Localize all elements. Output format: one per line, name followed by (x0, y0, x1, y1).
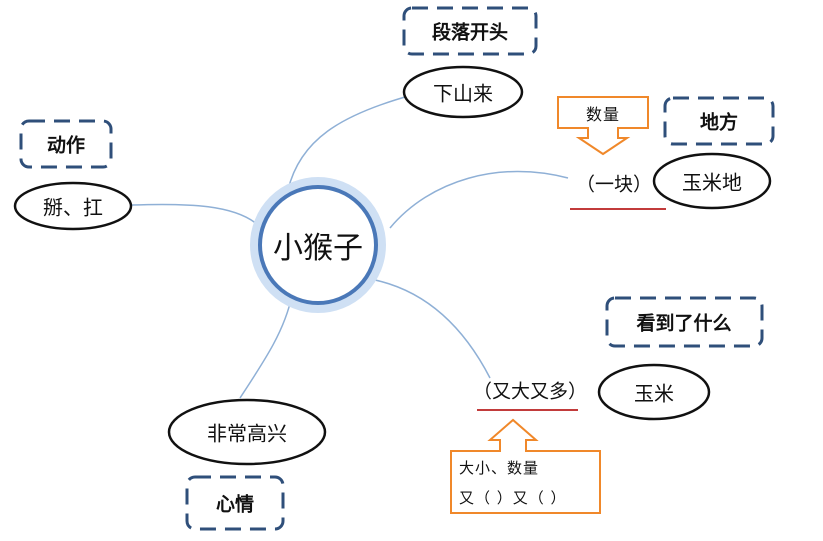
orange-lower-line2: 又（ ）又（ ） (459, 489, 567, 507)
lower-paren-label: （又大又多） (472, 380, 588, 403)
connector-right (389, 170, 569, 229)
right-paren-label: （一块） (575, 173, 653, 196)
oval-right-label: 玉米地 (682, 170, 742, 195)
orange-callout-lower (450, 418, 601, 514)
connector-top (287, 94, 413, 191)
dashed-boxes (19, 6, 775, 531)
orange-callout-right (557, 96, 649, 156)
box-top (402, 6, 538, 56)
box-top-label: 段落开头 (431, 21, 509, 44)
oval-lower (597, 363, 711, 421)
box-right-label: 地方 (699, 111, 739, 134)
orange-lower-line1: 大小、数量 (459, 459, 540, 477)
box-lower-label: 看到了什么 (636, 312, 732, 335)
orange-right-label: 数量 (585, 105, 621, 124)
oval-left-label: 掰、扛 (43, 195, 103, 220)
connector-left (131, 203, 259, 226)
oval-bottom-label: 非常高兴 (207, 421, 287, 446)
box-bottom (185, 475, 285, 531)
box-left-label: 动作 (46, 134, 86, 157)
box-lower (605, 296, 764, 348)
box-left (19, 119, 113, 169)
oval-lower-label: 玉米 (634, 381, 674, 406)
oval-right (652, 152, 772, 210)
oval-bottom (167, 398, 327, 466)
oval-top (402, 65, 524, 119)
oval-left (13, 181, 133, 231)
center-node (250, 177, 386, 313)
center-label: 小猴子 (273, 231, 363, 266)
connector-lower (374, 279, 491, 379)
box-bottom-label: 心情 (215, 493, 255, 516)
connector-bottom (239, 294, 293, 399)
oval-top-label: 下山来 (433, 81, 493, 106)
